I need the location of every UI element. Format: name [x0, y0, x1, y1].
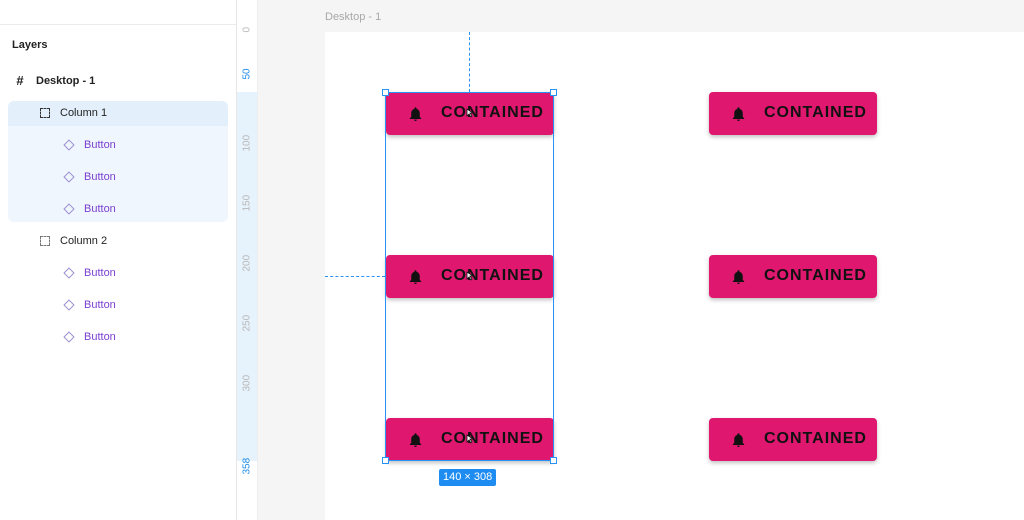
bell-icon	[732, 270, 745, 285]
bell-icon	[732, 433, 745, 448]
layer-label: Column 1	[60, 107, 108, 119]
frame-icon: #	[16, 73, 24, 88]
button-label: CONTAINED	[764, 104, 867, 121]
layer-label: Button	[84, 267, 116, 279]
spacing-guide-vertical	[469, 32, 470, 92]
group-icon	[39, 107, 51, 119]
layer-button[interactable]: Button	[8, 289, 228, 321]
ruler-tick: 200	[242, 255, 253, 272]
contained-button[interactable]: CONTAINED	[386, 255, 554, 298]
ruler-tick: 100	[242, 135, 253, 152]
layer-label: Button	[84, 203, 116, 215]
ruler-tick: 250	[242, 315, 253, 332]
frame-label[interactable]: Desktop - 1	[325, 11, 382, 23]
bell-icon	[732, 107, 745, 122]
layers-panel: Layers # Desktop - 1 Column 1 Button But…	[0, 0, 237, 520]
component-icon	[63, 267, 75, 279]
ruler-tick-selection-end: 358	[241, 457, 253, 475]
layer-label: Button	[84, 171, 116, 183]
canvas[interactable]: Desktop - 1 CONTAINED CONTAINED CONTAINE…	[258, 0, 1024, 520]
component-icon	[63, 331, 75, 343]
layer-label: Column 2	[60, 235, 108, 247]
button-label: CONTAINED	[764, 430, 867, 447]
ruler-selection-range	[237, 92, 257, 461]
layer-column-2[interactable]: Column 2	[8, 225, 228, 257]
group-icon	[39, 235, 51, 247]
selection-size-badge: 140 × 308	[439, 469, 497, 486]
layer-label: Desktop - 1	[36, 75, 96, 87]
component-icon	[63, 299, 75, 311]
ruler-tick: 150	[242, 195, 253, 212]
layers-title: Layers	[12, 39, 48, 51]
vertical-ruler: 0 50 100 150 200 250 300 358	[237, 0, 258, 520]
layer-label: Button	[84, 299, 116, 311]
layer-label: Button	[84, 139, 116, 151]
contained-button[interactable]: CONTAINED	[709, 418, 877, 461]
layer-button[interactable]: Button	[8, 129, 228, 161]
component-icon	[63, 203, 75, 215]
component-icon	[63, 139, 75, 151]
contained-button[interactable]: CONTAINED	[709, 92, 877, 135]
contained-button[interactable]: CONTAINED	[709, 255, 877, 298]
panel-top-strip	[0, 0, 236, 25]
ruler-tick: 0	[241, 26, 253, 33]
button-label: CONTAINED	[441, 267, 544, 284]
layer-column-1[interactable]: Column 1	[8, 97, 228, 129]
selection-highlight-head	[8, 101, 228, 126]
ruler-tick: 300	[242, 375, 253, 392]
bell-icon	[409, 433, 422, 448]
bell-icon	[409, 107, 422, 122]
component-icon	[63, 171, 75, 183]
cursor-icon	[466, 434, 474, 444]
button-label: CONTAINED	[441, 104, 544, 121]
layer-button[interactable]: Button	[8, 161, 228, 193]
layer-button[interactable]: Button	[8, 257, 228, 289]
button-label: CONTAINED	[441, 430, 544, 447]
ruler-tick-selection-start: 50	[241, 68, 253, 80]
layer-desktop-1[interactable]: # Desktop - 1	[8, 65, 228, 97]
spacing-guide-horizontal	[325, 276, 385, 277]
layer-button[interactable]: Button	[8, 193, 228, 225]
cursor-icon	[466, 108, 474, 118]
cursor-icon	[466, 271, 474, 281]
layer-button[interactable]: Button	[8, 321, 228, 353]
bell-icon	[409, 270, 422, 285]
layer-label: Button	[84, 331, 116, 343]
button-label: CONTAINED	[764, 267, 867, 284]
